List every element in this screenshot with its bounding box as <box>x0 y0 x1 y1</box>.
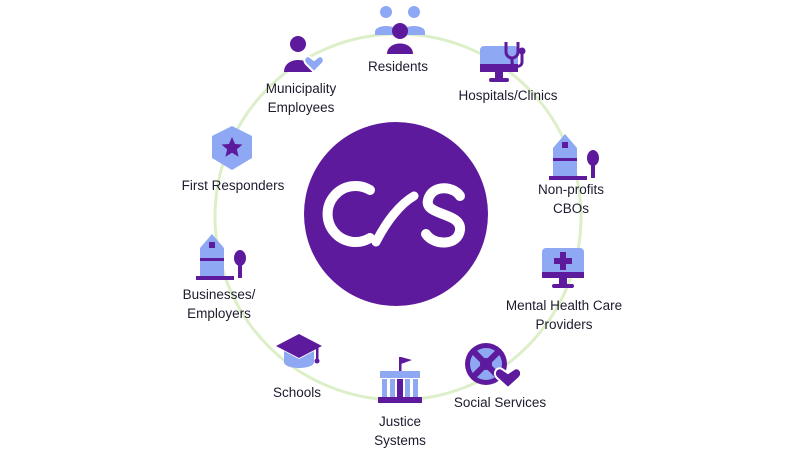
stakeholder-label: First Responders <box>182 176 285 195</box>
people-group-icon <box>375 6 425 54</box>
person-heart-icon <box>284 36 324 74</box>
stakeholder-label: Non-profits CBOs <box>538 180 604 218</box>
label-line-2: CBOs <box>552 201 589 216</box>
label-line-1: Justice <box>378 414 422 429</box>
label-line-1: Schools <box>272 385 322 400</box>
shield-star-icon <box>212 126 252 170</box>
label-line-2: Employers <box>187 306 251 321</box>
label-line-1: Mental Health Care <box>505 298 623 313</box>
label-line-2: Providers <box>535 317 593 332</box>
graduation-cap-icon <box>276 334 322 368</box>
monitor-stethoscope-icon <box>480 42 526 82</box>
label-line-1: Hospitals/Clinics <box>458 88 558 103</box>
stakeholder-label: Social Services <box>454 393 546 412</box>
label-line-1: Municipality <box>265 81 337 96</box>
building-tree-icon <box>196 234 246 280</box>
stakeholder-label: Municipality Employees <box>266 79 337 117</box>
center-logo <box>304 122 488 306</box>
lifebuoy-heart-icon <box>465 343 520 390</box>
label-line-2: Employees <box>267 100 335 115</box>
courthouse-flag-icon <box>378 357 422 403</box>
stakeholder-label: Hospitals/Clinics <box>458 86 557 105</box>
stakeholder-label: Businesses/ Employers <box>183 285 256 323</box>
label-line-2: Systems <box>374 433 426 448</box>
label-line-1: Social Services <box>453 395 547 410</box>
label-line-1: Residents <box>367 59 429 74</box>
stakeholder-label: Mental Health Care Providers <box>506 296 622 334</box>
building-tree-icon <box>549 134 599 180</box>
label-line-1: Non-profits <box>537 182 605 197</box>
stakeholder-label: Schools <box>273 383 321 402</box>
label-line-1: Businesses/ <box>182 287 256 302</box>
stakeholder-label: Justice Systems <box>374 412 426 450</box>
cs-logo-icon <box>322 181 465 248</box>
label-line-1: First Responders <box>181 178 285 193</box>
stakeholder-label: Residents <box>368 57 428 76</box>
monitor-medical-cross-icon <box>542 248 584 288</box>
